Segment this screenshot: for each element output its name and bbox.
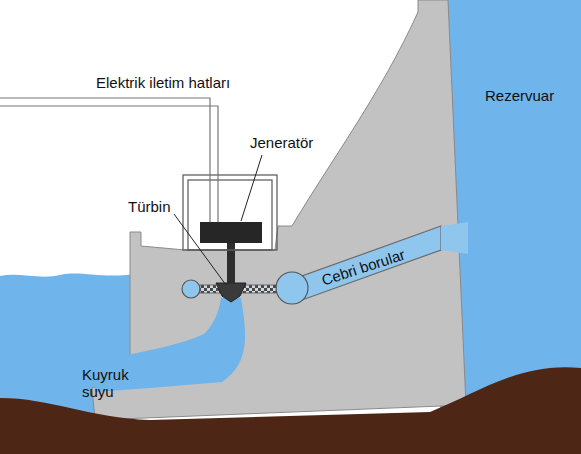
dam-body — [92, 0, 466, 420]
tailwater-label: Kuyruk suyu — [82, 366, 134, 401]
leader-line — [174, 214, 226, 285]
spiral-case — [276, 272, 308, 304]
penstock — [302, 226, 441, 300]
shaft — [227, 242, 235, 284]
transmission-line — [0, 98, 210, 222]
generator-hall-inner — [188, 180, 272, 250]
transmission-label: Elektrik iletim hatları — [96, 74, 230, 91]
reservoir-label: Rezervuar — [485, 87, 554, 104]
spiral-case-left — [182, 280, 200, 298]
transmission-line — [0, 106, 218, 222]
leader-line — [241, 155, 262, 221]
generator-label: Jeneratör — [250, 134, 313, 151]
generator-hall — [183, 175, 277, 250]
generator — [200, 222, 262, 243]
turbine-label: Türbin — [128, 198, 171, 215]
turbine-runner — [216, 283, 246, 302]
